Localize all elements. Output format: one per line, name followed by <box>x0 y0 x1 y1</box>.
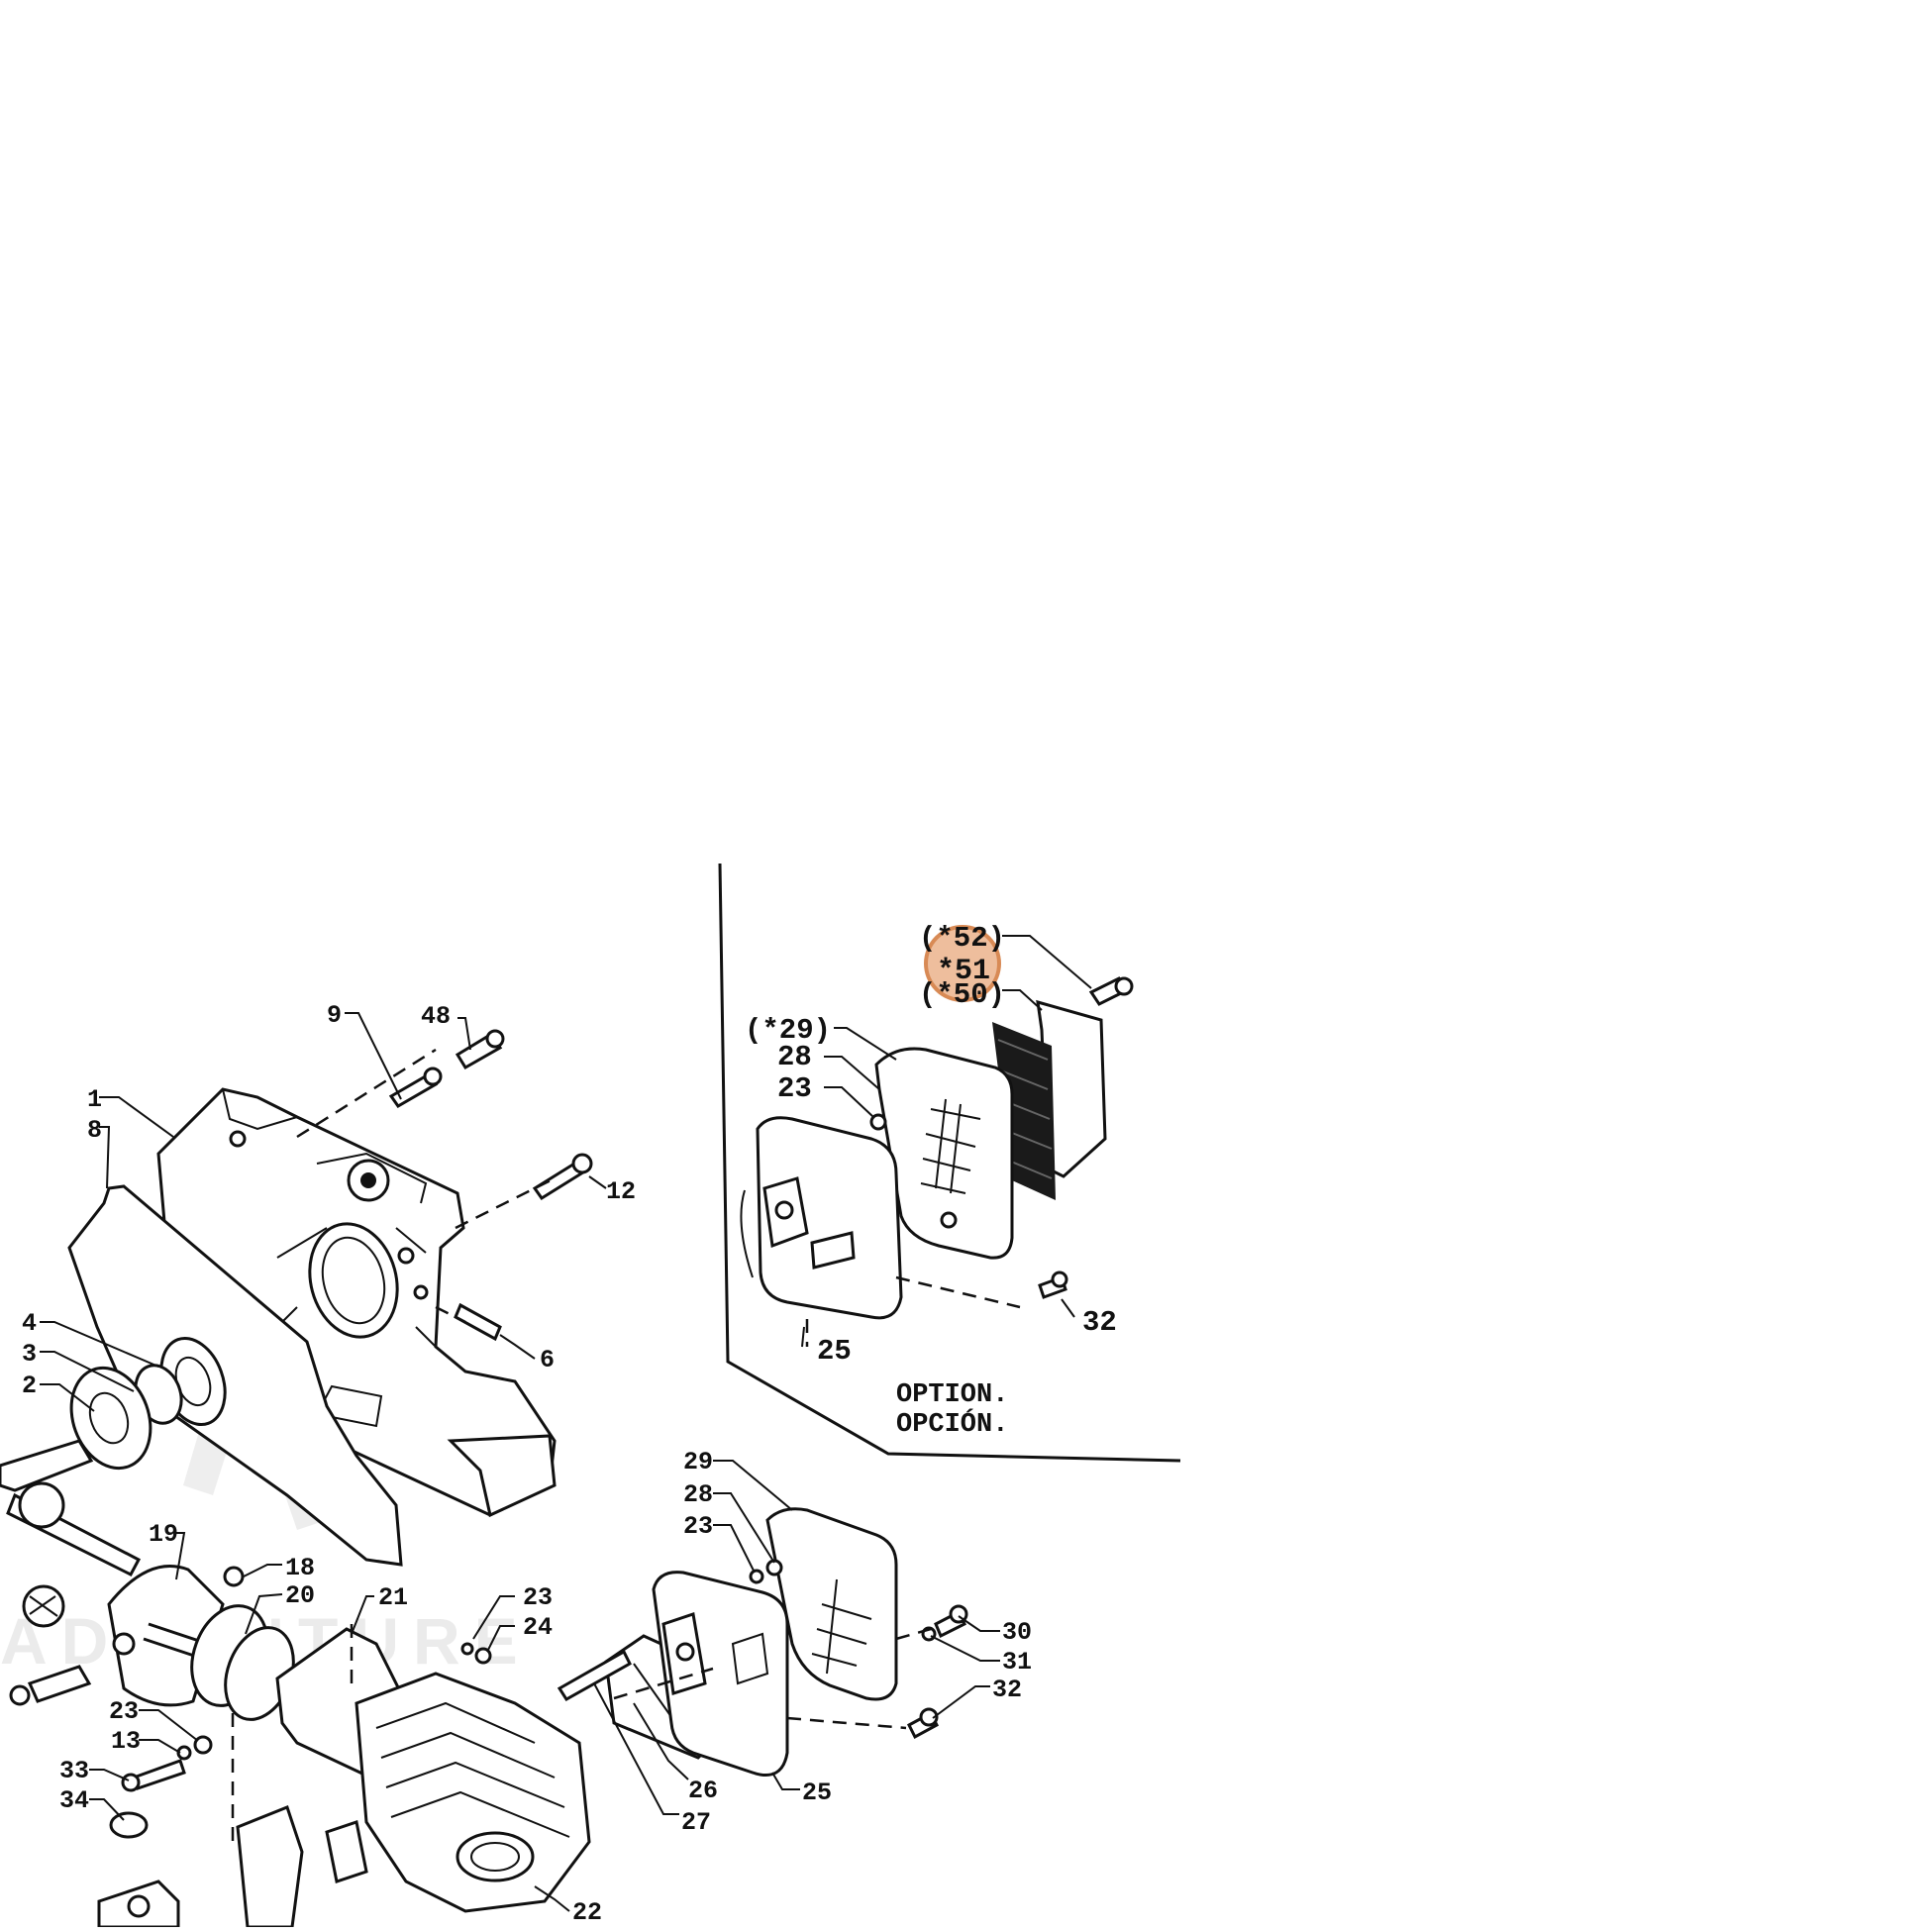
washer-24 <box>474 1647 492 1665</box>
piston-pin <box>27 1665 92 1703</box>
screw-9 <box>388 1067 443 1108</box>
nut-23 <box>460 1642 474 1656</box>
option-dash-line <box>895 1275 1021 1309</box>
callout-32: 32 <box>992 1676 1022 1704</box>
callout-27: 27 <box>681 1808 711 1837</box>
callout-48: 48 <box>421 1002 451 1031</box>
callout-9: 9 <box>327 1001 342 1030</box>
callout-4: 4 <box>22 1309 37 1338</box>
callout-18: 18 <box>285 1554 315 1582</box>
intake-parts <box>97 1805 368 1929</box>
callout-12: 12 <box>606 1177 636 1206</box>
highlight-label: *51 <box>937 955 990 988</box>
callout-opt-23: 23 <box>777 1072 812 1105</box>
crankcase <box>156 1087 557 1518</box>
exhaust-stud <box>557 1649 632 1702</box>
crankshaft <box>0 1439 142 1576</box>
cylinder <box>355 1672 591 1913</box>
muffler-body <box>652 1571 789 1777</box>
callout-19: 19 <box>149 1520 178 1549</box>
callout-opt-29: (*29) <box>745 1014 831 1047</box>
callout-22: 22 <box>572 1898 602 1927</box>
option-muffler-body <box>740 1116 903 1320</box>
callout-6: 6 <box>540 1346 555 1374</box>
callout-1: 1 <box>87 1085 102 1114</box>
callout-31: 31 <box>1002 1648 1032 1677</box>
callout-opt-50: (*50) <box>919 978 1005 1011</box>
callout-28: 28 <box>683 1480 713 1509</box>
screw-12 <box>532 1153 593 1201</box>
callout-30: 30 <box>1002 1618 1032 1647</box>
needle-bearing <box>22 1584 65 1628</box>
callout-25: 25 <box>802 1779 832 1807</box>
option-screw-bottom <box>1038 1271 1068 1299</box>
bearing-and-seals <box>69 1336 227 1471</box>
option-mesh-screen <box>992 1022 1056 1200</box>
callout-33: 33 <box>59 1757 89 1785</box>
washer <box>176 1745 192 1761</box>
callout-21: 21 <box>378 1583 408 1612</box>
callout-opt-25: 25 <box>817 1335 852 1368</box>
callout-34: 34 <box>59 1786 89 1815</box>
callout-8: 8 <box>87 1116 102 1145</box>
callout-opt-32: 32 <box>1082 1306 1117 1339</box>
screw-30 <box>934 1604 968 1639</box>
bolt <box>132 1759 186 1790</box>
option-nut <box>869 1113 887 1131</box>
washer <box>749 1569 764 1584</box>
callout-3: 3 <box>22 1340 37 1369</box>
muffler-cover <box>765 1507 898 1701</box>
main-leaders <box>40 1012 1000 1912</box>
callout-opt-28: 28 <box>777 1041 812 1073</box>
callout-23a: 23 <box>523 1583 553 1612</box>
option-muffler-cover <box>874 1047 1014 1260</box>
callout-29: 29 <box>683 1448 713 1476</box>
nut <box>109 1811 149 1839</box>
pin-6 <box>454 1302 502 1342</box>
clip <box>223 1566 245 1587</box>
highlight-marker[interactable]: *51 <box>924 925 1001 1002</box>
callout-23c: 23 <box>683 1512 713 1541</box>
callout-20: 20 <box>285 1581 315 1610</box>
callout-23b: 23 <box>109 1697 139 1726</box>
option-label-en: OPTION. <box>896 1380 1008 1410</box>
option-leaders <box>801 935 1092 1348</box>
callout-26: 26 <box>688 1777 718 1805</box>
washer <box>193 1735 213 1755</box>
pin-clip <box>9 1684 31 1706</box>
screw-32 <box>907 1707 939 1740</box>
callout-24: 24 <box>523 1613 553 1642</box>
option-screw-top <box>1088 976 1134 1006</box>
highlight-circle[interactable] <box>924 925 1001 1002</box>
option-box-outline <box>718 863 1181 1463</box>
callout-opt-52: (*52) <box>919 922 1005 955</box>
option-label-es: OPCIÓN. <box>896 1407 1008 1440</box>
nut <box>765 1559 783 1576</box>
fitting-48 <box>455 1029 505 1070</box>
option-plate <box>1036 999 1107 1178</box>
callout-2: 2 <box>22 1372 37 1400</box>
callout-13: 13 <box>111 1727 141 1756</box>
